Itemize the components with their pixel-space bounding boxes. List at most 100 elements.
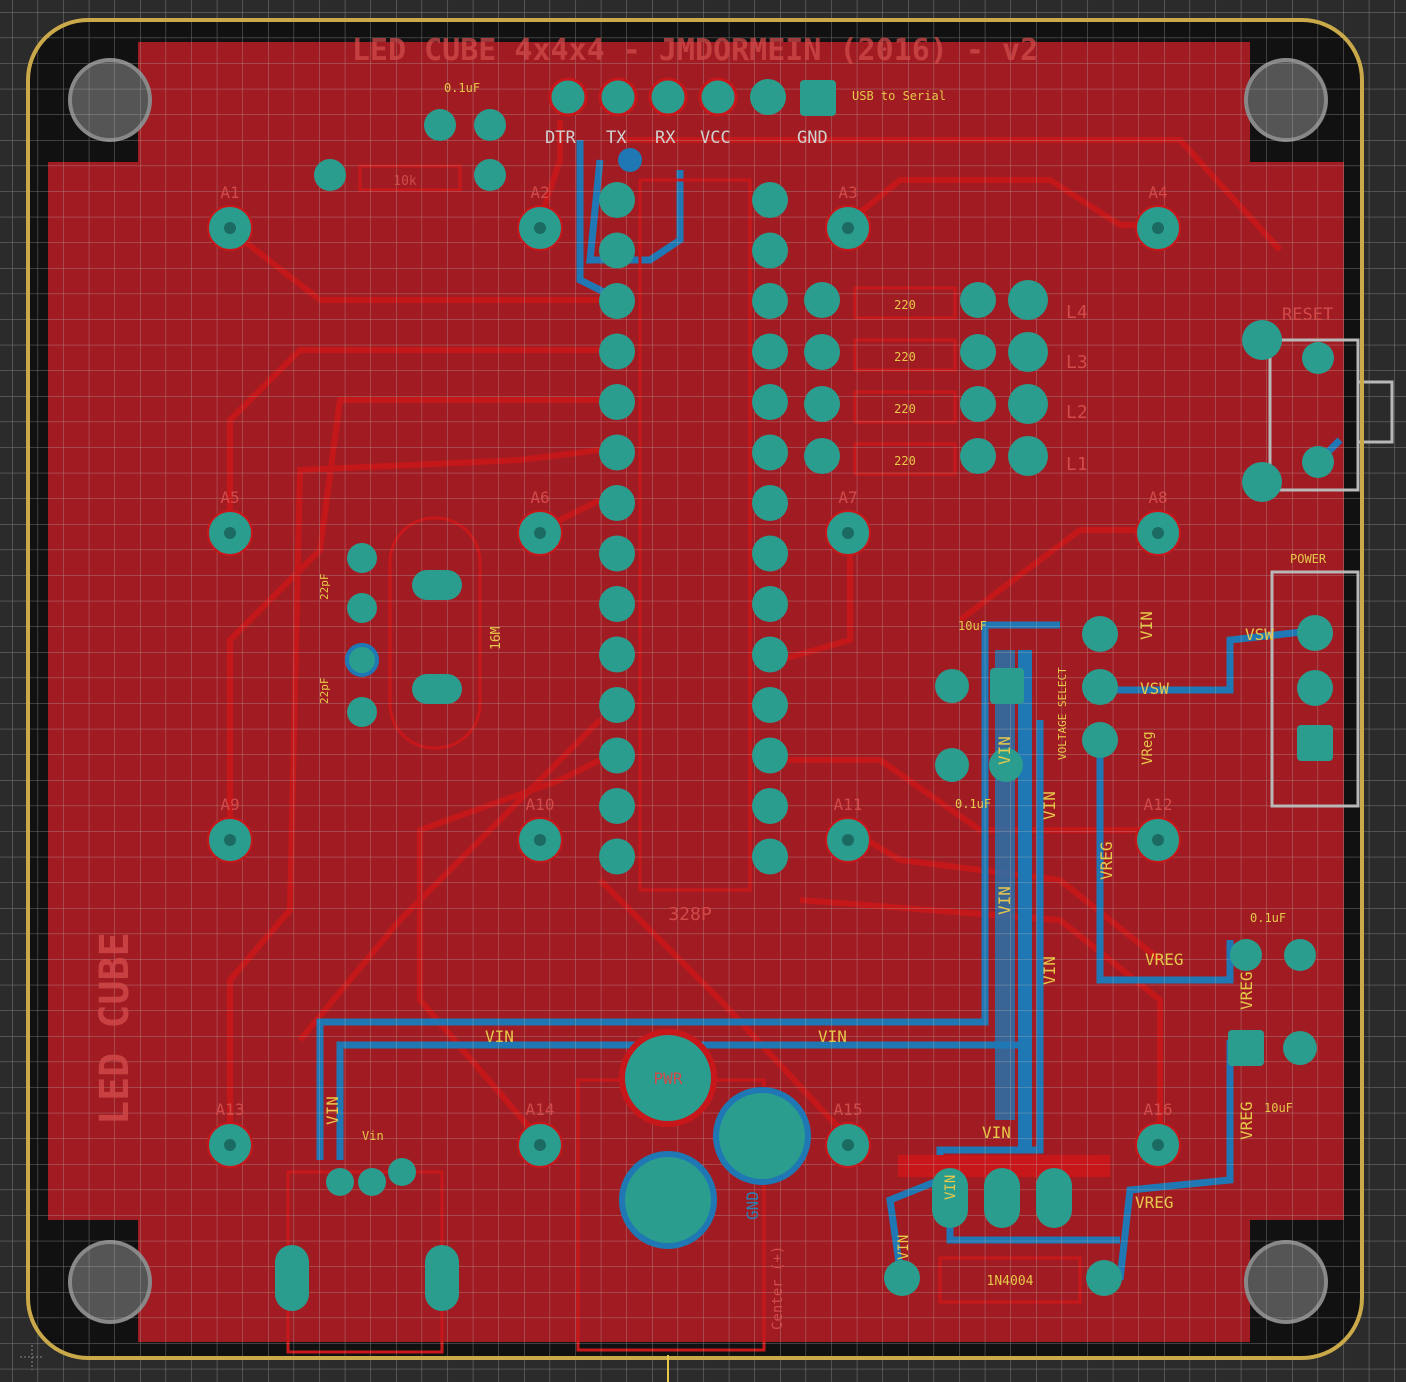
anode-pads[interactable] <box>207 205 1181 1168</box>
res-pad <box>804 386 840 422</box>
anode-drill <box>224 222 236 234</box>
anode-drill <box>842 222 854 234</box>
mcu-pin-left <box>599 636 635 673</box>
dc-jack-pads[interactable] <box>619 1029 811 1249</box>
layer-pad <box>1008 280 1048 320</box>
net-vin-11: VIN <box>896 1235 912 1260</box>
anode-label: A11 <box>834 795 863 814</box>
anode-drill <box>1152 527 1164 539</box>
anode-drill <box>1152 834 1164 846</box>
mcu-pin-right <box>752 182 788 218</box>
usb-serial-header[interactable] <box>548 77 836 117</box>
net-vin-8: VIN <box>995 736 1014 765</box>
layer-label-l1: L1 <box>1066 454 1088 475</box>
board-outline <box>26 18 1364 1360</box>
header-note: USB to Serial <box>852 89 946 103</box>
anode-drill <box>1152 1139 1164 1151</box>
anode-label: A6 <box>530 488 549 507</box>
anode-label: A15 <box>834 1100 863 1119</box>
layer-pad <box>960 334 996 370</box>
mcu-pin-right <box>752 232 788 269</box>
layer-pad <box>960 282 996 318</box>
layer-pads <box>804 280 1048 476</box>
anode-label: A4 <box>1148 183 1167 202</box>
res-layer-1: 220 <box>894 298 916 312</box>
net-vin-2: VIN <box>818 1027 847 1046</box>
mcu-pin-right <box>752 586 788 622</box>
res-pad <box>804 282 840 318</box>
mcu-pin-right <box>752 687 788 723</box>
anode-drill <box>842 1139 854 1151</box>
net-vreg-1: VREG <box>1097 841 1116 880</box>
net-vsw-2: VSW <box>1140 679 1169 698</box>
mcu-pin-left <box>599 687 635 723</box>
net-vsw-1: VSW <box>1245 625 1274 644</box>
vin-small-label: Vin <box>362 1129 384 1143</box>
layer-pad <box>1008 332 1048 372</box>
layer-label-l3: L3 <box>1066 352 1088 373</box>
anode-label: A2 <box>530 183 549 202</box>
net-vin-9: VIN <box>1137 611 1156 640</box>
mcu-pin-left <box>599 232 635 269</box>
res-layer-4: 220 <box>894 454 916 468</box>
mcu-pin-right <box>752 636 788 673</box>
diode-label: 1N4004 <box>987 1274 1034 1289</box>
cap-10uf-label: 10uF <box>958 619 987 633</box>
net-vreg-2: VREG <box>1145 950 1184 969</box>
mcu-pin-left <box>599 485 635 521</box>
voltage-select-pads[interactable] <box>935 616 1317 1066</box>
header-pin-rx: RX <box>655 128 676 148</box>
mcu-pin-right <box>752 333 788 370</box>
anode-drill <box>224 527 236 539</box>
mcu-pin-right <box>752 283 788 319</box>
net-vin-4: VIN <box>323 1096 342 1125</box>
mcu-pin-right <box>752 737 788 774</box>
res-layer-2: 220 <box>894 350 916 364</box>
net-vreg-3: VREG <box>1237 971 1256 1010</box>
mcu-pin-right <box>752 535 788 572</box>
res-pad <box>804 334 840 370</box>
reset-power-pads[interactable] <box>1242 320 1334 761</box>
net-vreg-4: VREG <box>1237 1101 1256 1140</box>
gnd-label: GND <box>743 1191 762 1220</box>
voltage-select-label: VOLTAGE SELECT <box>1056 667 1069 760</box>
mcu-pin-left <box>599 283 635 319</box>
res-top-label: 10k <box>393 174 417 189</box>
header-pin-dtr: DTR <box>545 128 576 148</box>
mcu-pin-right <box>752 384 788 420</box>
net-vin-10: VIN <box>943 1175 959 1200</box>
crystal-pads <box>345 543 462 727</box>
side-label: LED CUBE <box>92 932 138 1125</box>
layer-label-l2: L2 <box>1066 402 1088 423</box>
cap-01-right-label: 0.1uF <box>1250 911 1286 925</box>
net-vin-7: VIN <box>1040 791 1059 820</box>
silkscreen-text: LED CUBE 4x4x4 - JMDORMEIN (2016) - v2 L… <box>92 33 1333 1330</box>
anode-drill <box>534 1139 546 1151</box>
anode-drill <box>842 834 854 846</box>
res-layer-3: 220 <box>894 402 916 416</box>
mcu-pads <box>599 182 788 875</box>
anode-label: A3 <box>838 183 857 202</box>
mcu-pin-right <box>752 434 788 471</box>
crystal-label: 16M <box>489 626 504 650</box>
anode-label: A8 <box>1148 488 1167 507</box>
reset-label: RESET <box>1282 305 1333 325</box>
layer-pad <box>960 438 996 474</box>
cap-10uf-b-label: 10uF <box>1264 1101 1293 1115</box>
net-vin-5: VIN <box>995 886 1014 915</box>
layer-pad <box>1008 436 1048 476</box>
mcu-pin-right <box>752 788 788 824</box>
anode-drill <box>842 527 854 539</box>
anode-label: A7 <box>838 488 857 507</box>
anode-label: A13 <box>216 1100 245 1119</box>
anode-drill <box>534 527 546 539</box>
layer-pad <box>960 386 996 422</box>
mcu-pin-left <box>599 182 635 218</box>
anode-label: A9 <box>220 795 239 814</box>
misc-pads <box>314 109 642 191</box>
mcu-pin-left <box>599 434 635 471</box>
mcu-label: 328P <box>668 904 712 925</box>
net-vin-6: VIN <box>1040 956 1059 985</box>
mcu-pin-right <box>752 485 788 521</box>
